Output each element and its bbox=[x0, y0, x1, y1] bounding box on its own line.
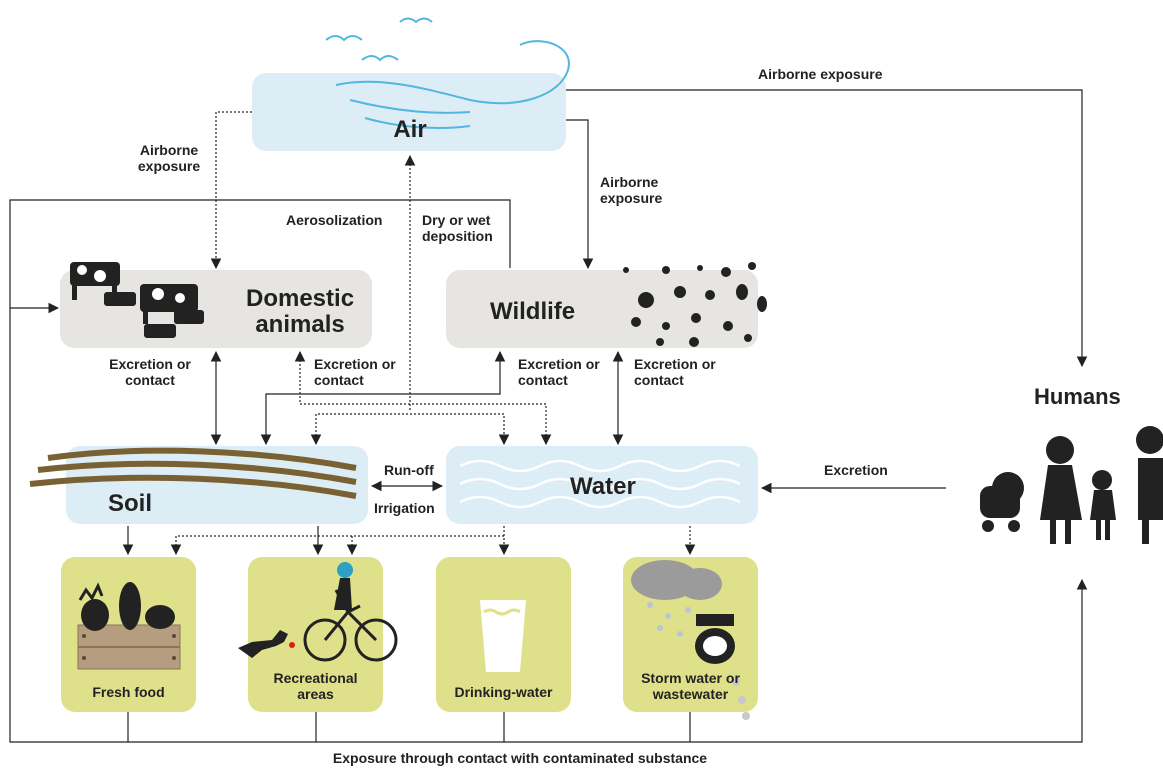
humans-label: Humans bbox=[1034, 384, 1121, 409]
domestic-animals-line2: animals bbox=[255, 311, 345, 338]
fresh-food-label: Fresh food bbox=[92, 684, 165, 700]
air-to-domestic-arrow bbox=[210, 111, 252, 270]
excretion-b-line1: Excretion or bbox=[314, 356, 396, 372]
airborne-left-line2: exposure bbox=[137, 158, 201, 174]
excretion-contact-label-c: Excretion or contact bbox=[518, 356, 600, 388]
birds-icon bbox=[325, 17, 433, 62]
airborne-exposure-right-label: Airborne exposure bbox=[600, 174, 662, 206]
excretion-label: Excretion bbox=[824, 462, 888, 478]
deposition-label: Dry or wet deposition bbox=[422, 212, 493, 244]
excretion-b-line2: contact bbox=[314, 372, 364, 388]
cyclist-body-icon bbox=[334, 578, 352, 610]
cow-icon bbox=[70, 262, 204, 338]
excretion-a-line1: Excretion or bbox=[109, 356, 191, 372]
excretion-c-line1: Excretion or bbox=[518, 356, 600, 372]
storm-line2: wastewater bbox=[652, 686, 729, 702]
drinking-water-label: Drinking-water bbox=[454, 684, 553, 700]
excretion-d-line1: Excretion or bbox=[634, 356, 716, 372]
animal-tracks-icon bbox=[623, 262, 767, 347]
airborne-left-line1: Airborne bbox=[139, 142, 199, 158]
airborne-right-line2: exposure bbox=[600, 190, 663, 206]
dog-ball-icon bbox=[289, 642, 295, 648]
excretion-contact-label-b: Excretion or contact bbox=[314, 356, 396, 388]
loop-to-domestic-arrow bbox=[9, 199, 511, 314]
domestic-animals-line1: Domestic bbox=[246, 285, 355, 312]
excretion-d-line2: contact bbox=[634, 372, 684, 388]
fresh-food-crate-icon bbox=[77, 582, 181, 670]
domestic-animals-box bbox=[60, 270, 372, 348]
air-to-wildlife-arrow bbox=[566, 119, 594, 270]
cyclist-head-icon bbox=[337, 562, 353, 578]
excretion-contact-label-a: Excretion or contact bbox=[96, 356, 204, 388]
wind-icon bbox=[335, 40, 570, 129]
irrigation-label: Irrigation bbox=[374, 500, 435, 516]
water-to-exposures-dotted bbox=[170, 535, 510, 556]
water-waves-icon bbox=[459, 459, 741, 509]
glass-icon bbox=[480, 600, 526, 672]
air-to-humans-arrow bbox=[566, 89, 1088, 368]
recreational-line1: Recreational bbox=[273, 670, 358, 686]
soil-label: Soil bbox=[108, 490, 153, 517]
runoff-label: Run-off bbox=[384, 462, 434, 478]
excretion-contact-label-d: Excretion or contact bbox=[634, 356, 716, 388]
dotted-connectors bbox=[170, 111, 696, 556]
exposure-contact-label: Exposure through contact with contaminat… bbox=[332, 750, 708, 766]
solid-connectors bbox=[9, 89, 1088, 743]
recreational-label: Recreational areas bbox=[248, 670, 383, 702]
storm-line1: Storm water or bbox=[641, 670, 740, 686]
storm-water-label: Storm water or wastewater bbox=[623, 670, 758, 702]
airborne-right-line1: Airborne bbox=[600, 174, 659, 190]
water-box bbox=[446, 446, 758, 524]
glass-water-line-icon bbox=[483, 608, 521, 616]
aerosolization-label: Aerosolization bbox=[286, 212, 383, 228]
domestic-water-dotted-arrow bbox=[294, 350, 552, 446]
water-label: Water bbox=[570, 473, 636, 500]
deposition-line1: Dry or wet bbox=[422, 212, 491, 228]
excretion-c-line2: contact bbox=[518, 372, 568, 388]
deposition-line2: deposition bbox=[422, 228, 493, 244]
exposure-loop-line bbox=[9, 308, 1088, 743]
storm-cloud-icon bbox=[631, 560, 722, 637]
airborne-exposure-left-label: Airborne exposure bbox=[124, 142, 214, 174]
wildlife-label: Wildlife bbox=[490, 298, 576, 325]
dog-icon bbox=[238, 630, 288, 658]
waste-drops-icon bbox=[732, 678, 750, 720]
air-label: Air bbox=[393, 116, 427, 143]
soil-field-icon bbox=[29, 447, 357, 499]
excretion-a-line2: contact bbox=[125, 372, 175, 388]
humans-silhouette-icon bbox=[980, 426, 1163, 544]
domestic-animals-label: Domestic animals bbox=[246, 286, 354, 338]
recreational-line2: areas bbox=[297, 686, 334, 702]
drain-pipe-icon bbox=[695, 614, 735, 664]
air-box bbox=[252, 73, 566, 151]
airborne-exposure-top-label: Airborne exposure bbox=[758, 66, 883, 82]
